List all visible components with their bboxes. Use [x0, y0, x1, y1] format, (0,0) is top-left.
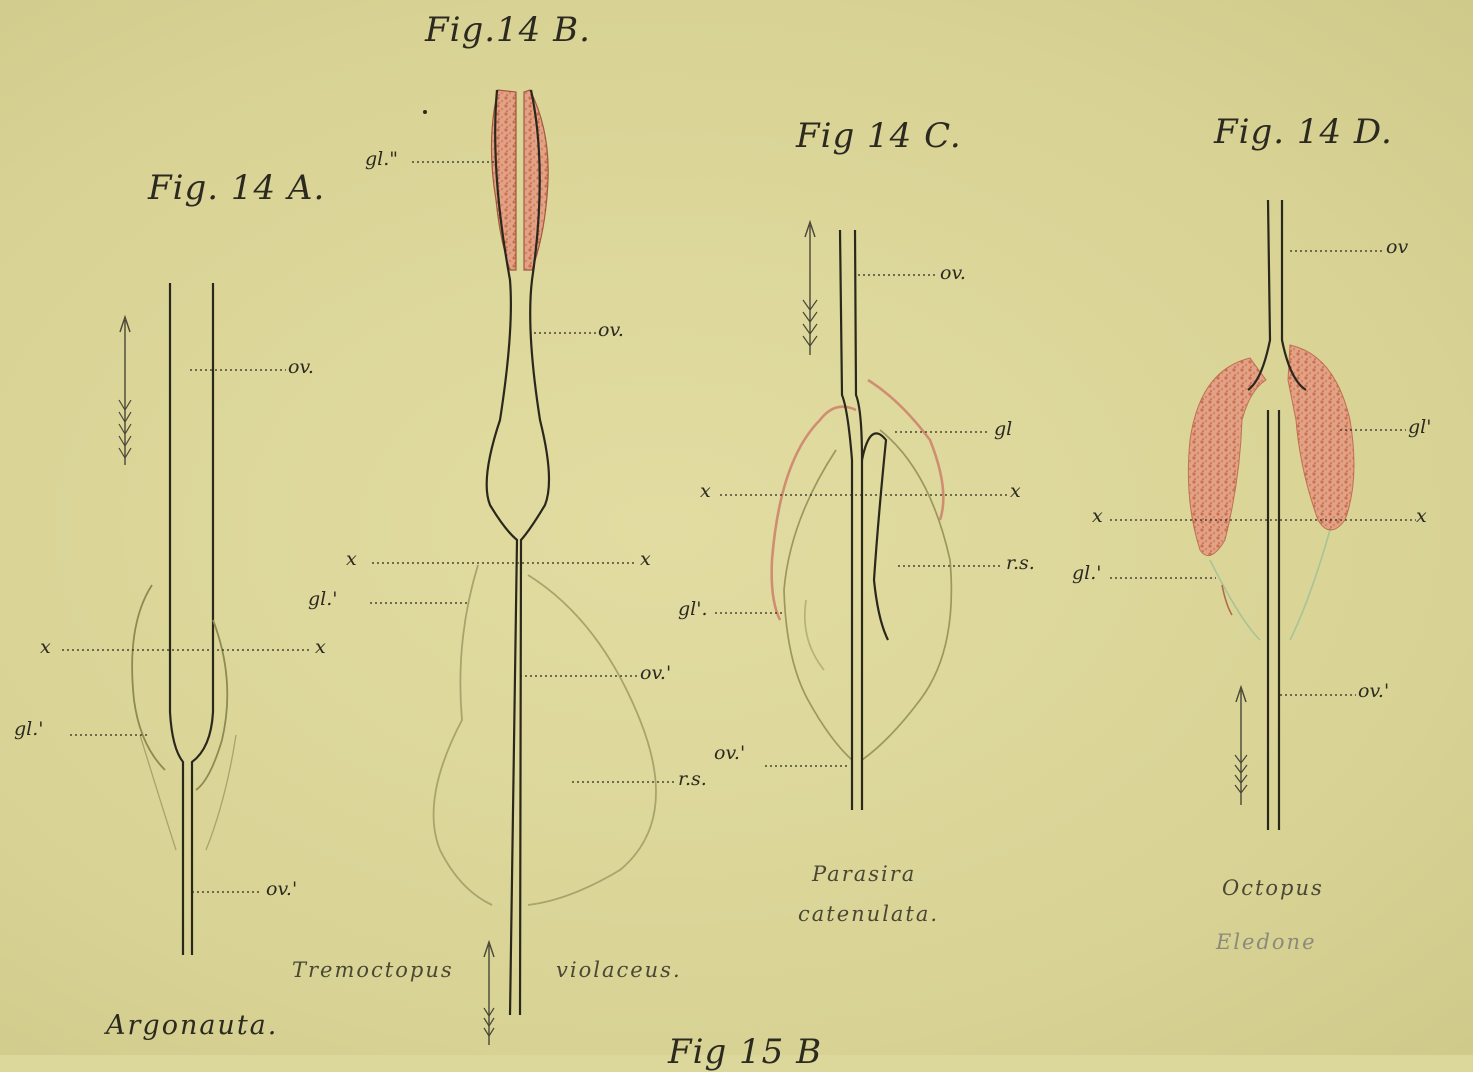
fig-d-species-genus: Octopus — [1222, 876, 1324, 900]
fig-b-leaders — [370, 162, 676, 782]
fig-b-label-x-left: x — [346, 548, 357, 570]
fig-c-gland — [772, 380, 944, 620]
fig-c-label-ov: ov. — [940, 262, 966, 284]
fig-d-title: Fig. 14 D. — [1214, 112, 1393, 152]
fig-d-label-ov1: ov.' — [1358, 680, 1389, 702]
fig-c-label-x-left: x — [700, 480, 711, 502]
fig-b-label-rs: r.s. — [678, 768, 707, 790]
fig-a-label-x-right: x — [315, 636, 326, 658]
fig-d-arrow-icon — [1235, 687, 1247, 805]
fig-d-leaders — [1110, 251, 1416, 695]
fig-c-sac — [784, 430, 951, 760]
fig-b-label-ov: ov. — [598, 319, 624, 341]
fig-a-label-gl1: gl.' — [14, 718, 44, 740]
fig-b-species-epithet: violaceus. — [556, 958, 682, 982]
fig-b-label-x-right: x — [640, 548, 651, 570]
fig-d-sac — [1210, 530, 1330, 640]
fig-b-arrow-icon — [484, 942, 494, 1045]
fig-c-label-x-right: x — [1010, 480, 1021, 502]
fig-a-label-ov1: ov.' — [266, 878, 297, 900]
fig-d-label-gl1: gl' — [1408, 416, 1431, 438]
fig-c-species-genus: Parasira — [812, 862, 916, 886]
fig-a-oviduct — [170, 283, 213, 955]
fig-c-label-ov1: ov.' — [714, 742, 745, 764]
fig-d-glands — [1188, 345, 1354, 556]
fig-a-label-ov: ov. — [288, 356, 314, 378]
fig-a-arrow-icon — [119, 317, 131, 465]
fig-b-label-gl2: gl." — [365, 148, 398, 170]
fig-a-label-x-left: x — [40, 636, 51, 658]
fig-c-arrow-icon — [803, 222, 817, 355]
fig-b-label-ov1: ov.' — [640, 662, 671, 684]
fig-c-label-gl1: gl'. — [678, 598, 708, 620]
fig-b-title: Fig.14 B. — [425, 10, 591, 50]
fig-d-oviduct — [1248, 200, 1306, 830]
fig-b-label-gl1: gl.' — [308, 588, 338, 610]
fig-c-label-gl: gl — [994, 418, 1012, 440]
fig-d-label-ov: ov — [1386, 236, 1408, 258]
fig-c-label-rs: r.s. — [1006, 552, 1035, 574]
fig-d-label-x-left: x — [1092, 505, 1103, 527]
fig-c-oviduct — [840, 230, 888, 810]
fig-d-species-alt: Eledone — [1216, 930, 1317, 954]
fig-a-species: Argonauta. — [106, 1010, 278, 1041]
fig-b-species-genus: Tremoctopus — [292, 958, 454, 982]
fig-b-receptacle — [434, 565, 656, 905]
fig-a-leaders — [62, 370, 312, 892]
fig-c-species-epithet: catenulata. — [798, 902, 939, 926]
fig-d-label-gl1b: gl.' — [1072, 562, 1102, 584]
fig-d-label-x-right: x — [1416, 505, 1427, 527]
fig-c-title: Fig 14 C. — [796, 116, 962, 156]
fig-a-title: Fig. 14 A. — [148, 168, 325, 208]
bottom-caption: Fig 15 B — [668, 1032, 822, 1072]
